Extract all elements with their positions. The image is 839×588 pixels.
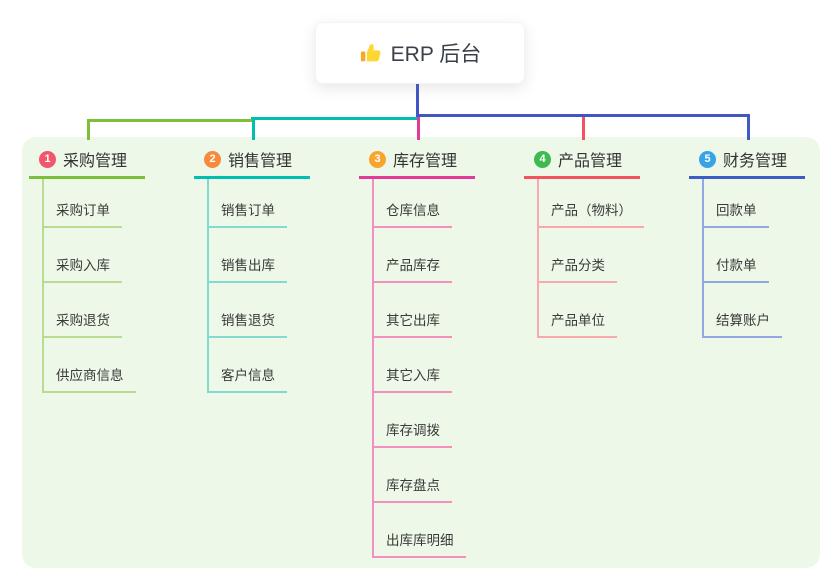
child-node[interactable]: 采购订单 xyxy=(42,184,122,228)
thumbs-up-icon xyxy=(359,42,382,65)
child-node[interactable]: 销售出库 xyxy=(207,239,287,283)
branch-number-badge: 4 xyxy=(534,150,551,168)
child-node[interactable]: 产品库存 xyxy=(372,239,452,283)
branch-3-title[interactable]: 3 库存管理 xyxy=(359,148,475,179)
child-node[interactable]: 产品单位 xyxy=(537,294,617,338)
branch-2-title[interactable]: 2 销售管理 xyxy=(194,148,310,179)
connector-horizontal-right xyxy=(416,114,750,117)
connector-branch-3-drop xyxy=(417,117,420,140)
child-node[interactable]: 销售订单 xyxy=(207,184,287,228)
connector-horizontal-mid xyxy=(251,117,419,120)
child-node[interactable]: 产品（物料） xyxy=(537,184,644,228)
child-node[interactable]: 产品分类 xyxy=(537,239,617,283)
branch-4-children-line xyxy=(537,176,539,338)
child-node[interactable]: 其它出库 xyxy=(372,294,452,338)
connector-branch-5-drop xyxy=(747,117,750,140)
child-node[interactable]: 销售退货 xyxy=(207,294,287,338)
branch-title-label: 采购管理 xyxy=(63,153,128,170)
child-node[interactable]: 客户信息 xyxy=(207,349,287,393)
connector-horizontal-left xyxy=(87,119,254,122)
branch-5-title[interactable]: 5 财务管理 xyxy=(689,148,805,179)
child-node[interactable]: 付款单 xyxy=(702,239,769,283)
connector-branch-2-drop xyxy=(252,117,255,140)
branch-number-badge: 3 xyxy=(369,150,386,168)
child-node[interactable]: 其它入库 xyxy=(372,349,452,393)
child-node[interactable]: 库存调拨 xyxy=(372,404,452,448)
branch-2-children-line xyxy=(207,176,209,393)
child-node[interactable]: 出库库明细 xyxy=(372,514,466,558)
child-node[interactable]: 回款单 xyxy=(702,184,769,228)
child-node[interactable]: 仓库信息 xyxy=(372,184,452,228)
child-node[interactable]: 采购退货 xyxy=(42,294,122,338)
child-node[interactable]: 采购入库 xyxy=(42,239,122,283)
branch-title-label: 销售管理 xyxy=(228,153,293,170)
branch-number-badge: 5 xyxy=(699,150,716,168)
branch-title-label: 财务管理 xyxy=(723,153,788,170)
branch-1-children-line xyxy=(42,176,44,393)
root-node[interactable]: ERP 后台 xyxy=(315,22,525,84)
branch-5-children-line xyxy=(702,176,704,338)
child-node[interactable]: 结算账户 xyxy=(702,294,782,338)
mindmap-canvas xyxy=(22,137,820,568)
child-node[interactable]: 供应商信息 xyxy=(42,349,136,393)
root-title: ERP 后台 xyxy=(390,43,482,66)
branch-number-badge: 1 xyxy=(39,150,56,168)
branch-title-label: 库存管理 xyxy=(393,153,458,170)
branch-number-badge: 2 xyxy=(204,150,221,168)
branch-3-children-line xyxy=(372,176,374,558)
branch-4-title[interactable]: 4 产品管理 xyxy=(524,148,640,179)
connector-root-vertical xyxy=(416,82,419,120)
branch-title-label: 产品管理 xyxy=(558,153,623,170)
connector-branch-1-drop xyxy=(87,119,90,140)
connector-branch-4-drop xyxy=(582,117,585,140)
branch-1-title[interactable]: 1 采购管理 xyxy=(29,148,145,179)
child-node[interactable]: 库存盘点 xyxy=(372,459,452,503)
